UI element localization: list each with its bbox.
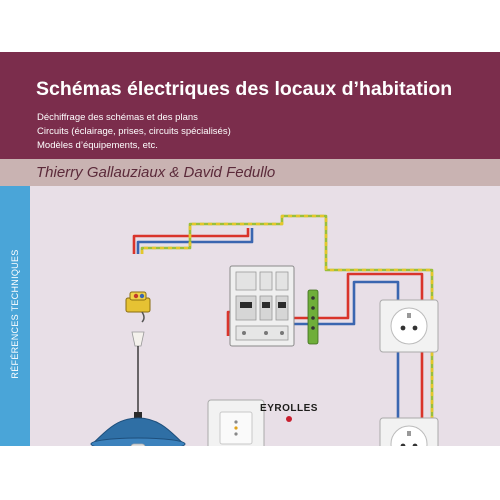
book-cover: Schémas électriques des locaux d’habitat…: [0, 52, 500, 446]
power-socket-icon: [379, 299, 439, 353]
book-title: Schémas électriques des locaux d’habitat…: [36, 78, 453, 100]
subtitle-line-1: Déchiffrage des schémas et des plans: [37, 112, 198, 123]
collection-tab: RÉFÉRENCES TECHNIQUES: [0, 186, 30, 446]
publisher-logo: EYROLLES: [260, 403, 318, 414]
light-switch-icon: [207, 399, 265, 446]
subtitle-line-2: Circuits (éclairage, prises, circuits sp…: [37, 126, 231, 137]
ceiling-junction-box-icon: [125, 291, 151, 323]
collection-label: RÉFÉRENCES TECHNIQUES: [10, 249, 20, 379]
power-socket-icon: [379, 417, 439, 446]
publisher-logo-dot: [286, 416, 292, 422]
author-band: Thierry Gallauziaux & David Fedullo: [0, 159, 500, 186]
subtitle-line-3: Modèles d’équipements, etc.: [37, 140, 158, 151]
circuit-breaker-panel-icon: [229, 265, 295, 347]
wiring-illustration: EYROLLES: [30, 186, 500, 446]
wiring-diagram: [90, 214, 439, 446]
pendant-lamp-icon: [90, 331, 186, 446]
wire-green-yellow-stripe: [140, 214, 434, 426]
title-band: Schémas électriques des locaux d’habitat…: [0, 52, 500, 159]
wire-blue-lamp: [136, 228, 254, 254]
earth-terminal-bar-icon: [307, 289, 319, 345]
authors: Thierry Gallauziaux & David Fedullo: [36, 164, 276, 181]
